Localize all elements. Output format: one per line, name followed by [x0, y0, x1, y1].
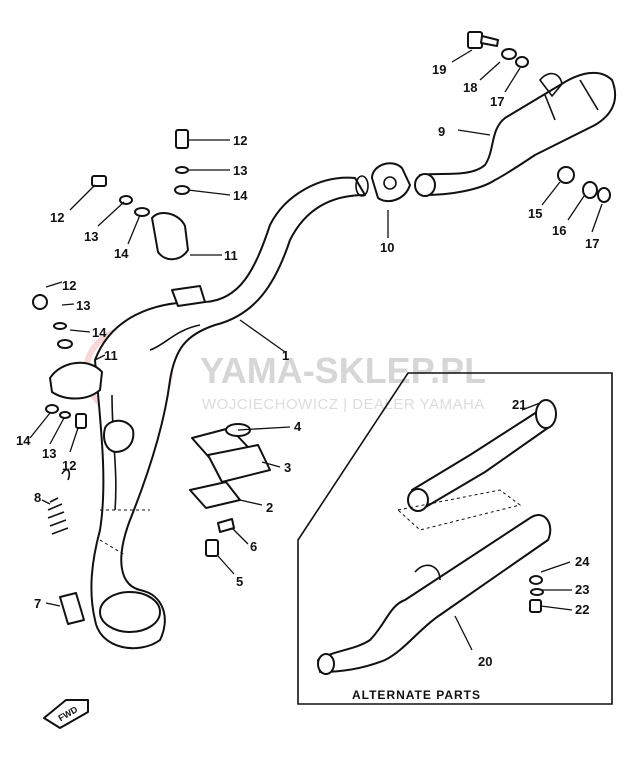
watermark-subtitle: WOJCIECHOWICZ | DEALER YAMAHA: [202, 396, 485, 413]
callout-7: 7: [34, 596, 41, 611]
silencer: [414, 71, 617, 197]
callout-6: 6: [250, 539, 257, 554]
watermark: YAMA-SKLEP.PL WOJCIECHOWICZ | DEALER YAM…: [83, 327, 486, 417]
gasket-set: [189, 423, 271, 509]
callout-19: 19: [432, 62, 446, 77]
watermark-title: YAMA-SKLEP.PL: [200, 350, 486, 391]
callout-14-lower: 14: [16, 433, 31, 448]
alt-silencer: [317, 514, 552, 675]
callout-5: 5: [236, 574, 243, 589]
spring-and-plug: [47, 468, 85, 625]
callout-11-lower: 11: [104, 348, 118, 363]
callout-numbers: 1 2 3 4 5 6 7 8 9 10 11 11 12 12 12 12 1…: [16, 62, 599, 669]
callout-4: 4: [294, 419, 302, 434]
callout-18: 18: [463, 80, 477, 95]
alt-pipe: [396, 399, 557, 531]
callout-12-upper-right: 12: [233, 133, 247, 148]
alternate-parts-label: ALTERNATE PARTS: [352, 688, 481, 702]
alternate-parts-box: ALTERNATE PARTS: [297, 372, 613, 705]
forward-direction-tag: FWD: [43, 699, 89, 729]
gasket-2: [189, 481, 241, 509]
callout-14-upper-left: 14: [114, 246, 129, 261]
callout-3: 3: [284, 460, 291, 475]
bracket-upper: [151, 129, 190, 261]
callout-24: 24: [575, 554, 590, 569]
bracket-lower: [32, 294, 103, 429]
flange-bolt: [205, 518, 235, 557]
callout-2: 2: [266, 500, 273, 515]
callout-1: 1: [282, 348, 289, 363]
callout-9: 9: [438, 124, 445, 139]
callout-20: 20: [478, 654, 492, 669]
callout-13-upper-right: 13: [233, 163, 247, 178]
callout-14-upper-right: 14: [233, 188, 248, 203]
callout-22: 22: [575, 602, 589, 617]
callout-13-upper-left: 13: [84, 229, 98, 244]
callout-21: 21: [512, 397, 526, 412]
callout-13-lower: 13: [42, 446, 56, 461]
callout-12-upper-left: 12: [50, 210, 64, 225]
callout-13-mid-left: 13: [76, 298, 90, 313]
upper-left-hardware: [91, 175, 150, 217]
callout-10: 10: [380, 240, 394, 255]
callout-14-mid-left: 14: [92, 325, 107, 340]
callout-11-upper: 11: [224, 248, 238, 263]
expansion-chamber: [90, 175, 369, 650]
callout-16: 16: [552, 223, 566, 238]
callout-23: 23: [575, 582, 589, 597]
callout-15: 15: [528, 206, 542, 221]
callout-8: 8: [34, 490, 41, 505]
leader-lines: [29, 49, 603, 651]
callout-12-mid-left: 12: [62, 278, 76, 293]
callout-12-lower: 12: [62, 458, 76, 473]
flange-3: [207, 444, 271, 483]
callout-17-upper: 17: [490, 94, 504, 109]
silencer-hardware: [467, 31, 611, 203]
callout-17-lower: 17: [585, 236, 599, 251]
joint-clamp: [371, 162, 411, 203]
